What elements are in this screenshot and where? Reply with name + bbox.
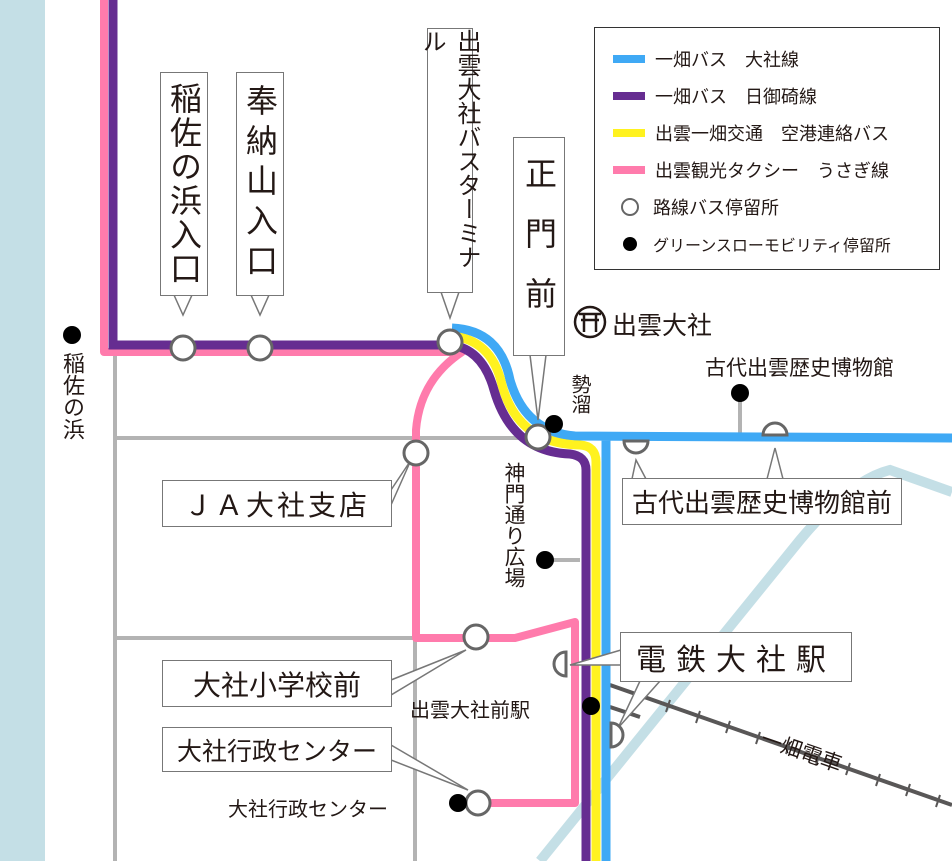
legend-item-airport: 出雲一畑交通 空港連絡バス — [613, 114, 939, 151]
place-gyousei-gsm: 大社行政センター — [228, 797, 388, 821]
legend-label: グリーンスローモビリティ停留所 — [653, 235, 891, 255]
stop-label-ja[interactable]: ＪＡ大社支店 — [162, 480, 392, 527]
place-museum: 古代出雲歴史博物館 — [705, 356, 894, 380]
stop-label-hounouzan[interactable]: 奉納山入口 — [236, 72, 284, 296]
legend-label: 出雲一畑交通 空港連絡バス — [655, 123, 889, 145]
swatch — [613, 128, 645, 137]
stop-label-museum-mae[interactable]: 古代出雲歴史博物館前 — [622, 478, 902, 525]
legend: 一畑バス 大社線 一畑バス 日御碕線 出雲一畑交通 空港連絡バス 出雲観光タクシ… — [594, 27, 940, 270]
stop-label-school[interactable]: 大社小学校前 — [162, 660, 392, 707]
swatch — [613, 54, 645, 63]
coast-band — [0, 0, 45, 861]
place-shrine: 出雲大社 — [612, 311, 713, 340]
legend-label: 路線バス停留所 — [653, 197, 779, 219]
place-shinmon: 神門通り広場 — [502, 462, 526, 588]
stop-label-gyousei[interactable]: 大社行政センター — [162, 727, 392, 772]
legend-item-bus-stop: 路線バス停留所 — [613, 188, 939, 225]
legend-item-hinomisaki: 一畑バス 日御碕線 — [613, 77, 939, 114]
stop-label-inasa-iriguchi[interactable]: 稲佐の浜入口 — [160, 72, 208, 296]
bus-stops — [169, 328, 789, 817]
legend-label: 一畑バス 日御碕線 — [655, 86, 817, 108]
hinomisaki-line — [108, 0, 591, 861]
place-inasa: 稲佐の浜 — [59, 352, 84, 440]
legend-label: 一畑バス 大社線 — [655, 49, 799, 71]
slow-mobility-stop-icon — [623, 236, 637, 251]
stop-label-bus-terminal[interactable]: 出雲大社バスターミナル — [418, 28, 481, 293]
place-station: 出雲大社前駅 — [410, 698, 530, 722]
swatch — [613, 91, 645, 100]
slow-mobility-stops — [63, 326, 749, 812]
torii-icon — [573, 305, 607, 339]
stop-label-dentetsu[interactable]: 電鉄大社駅 — [620, 632, 852, 682]
bus-stop-icon — [621, 197, 639, 216]
legend-label: 出雲観光タクシー うさぎ線 — [655, 160, 889, 182]
swatch — [613, 165, 645, 174]
usagi-line — [100, 0, 579, 807]
legend-item-usagi: 出雲観光タクシー うさぎ線 — [613, 151, 939, 188]
legend-item-taisha: 一畑バス 大社線 — [613, 40, 939, 77]
place-seidamari: 勢溜 — [568, 374, 592, 414]
legend-item-slow-mobility: グリーンスローモビリティ停留所 — [613, 225, 939, 262]
stop-label-seimon[interactable]: 正門前 — [513, 137, 565, 356]
